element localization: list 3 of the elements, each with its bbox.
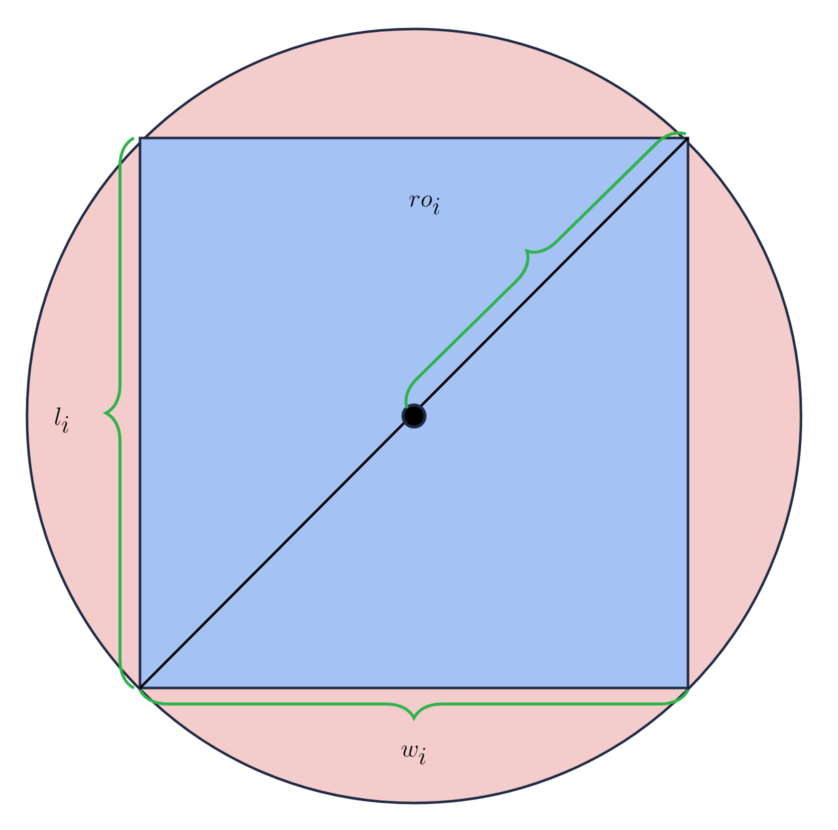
dimension-label: $w_i$ [402, 746, 426, 764]
dimension-label: $ro_i$ [410, 196, 440, 214]
dimension-label: $l_i$ [55, 408, 68, 433]
